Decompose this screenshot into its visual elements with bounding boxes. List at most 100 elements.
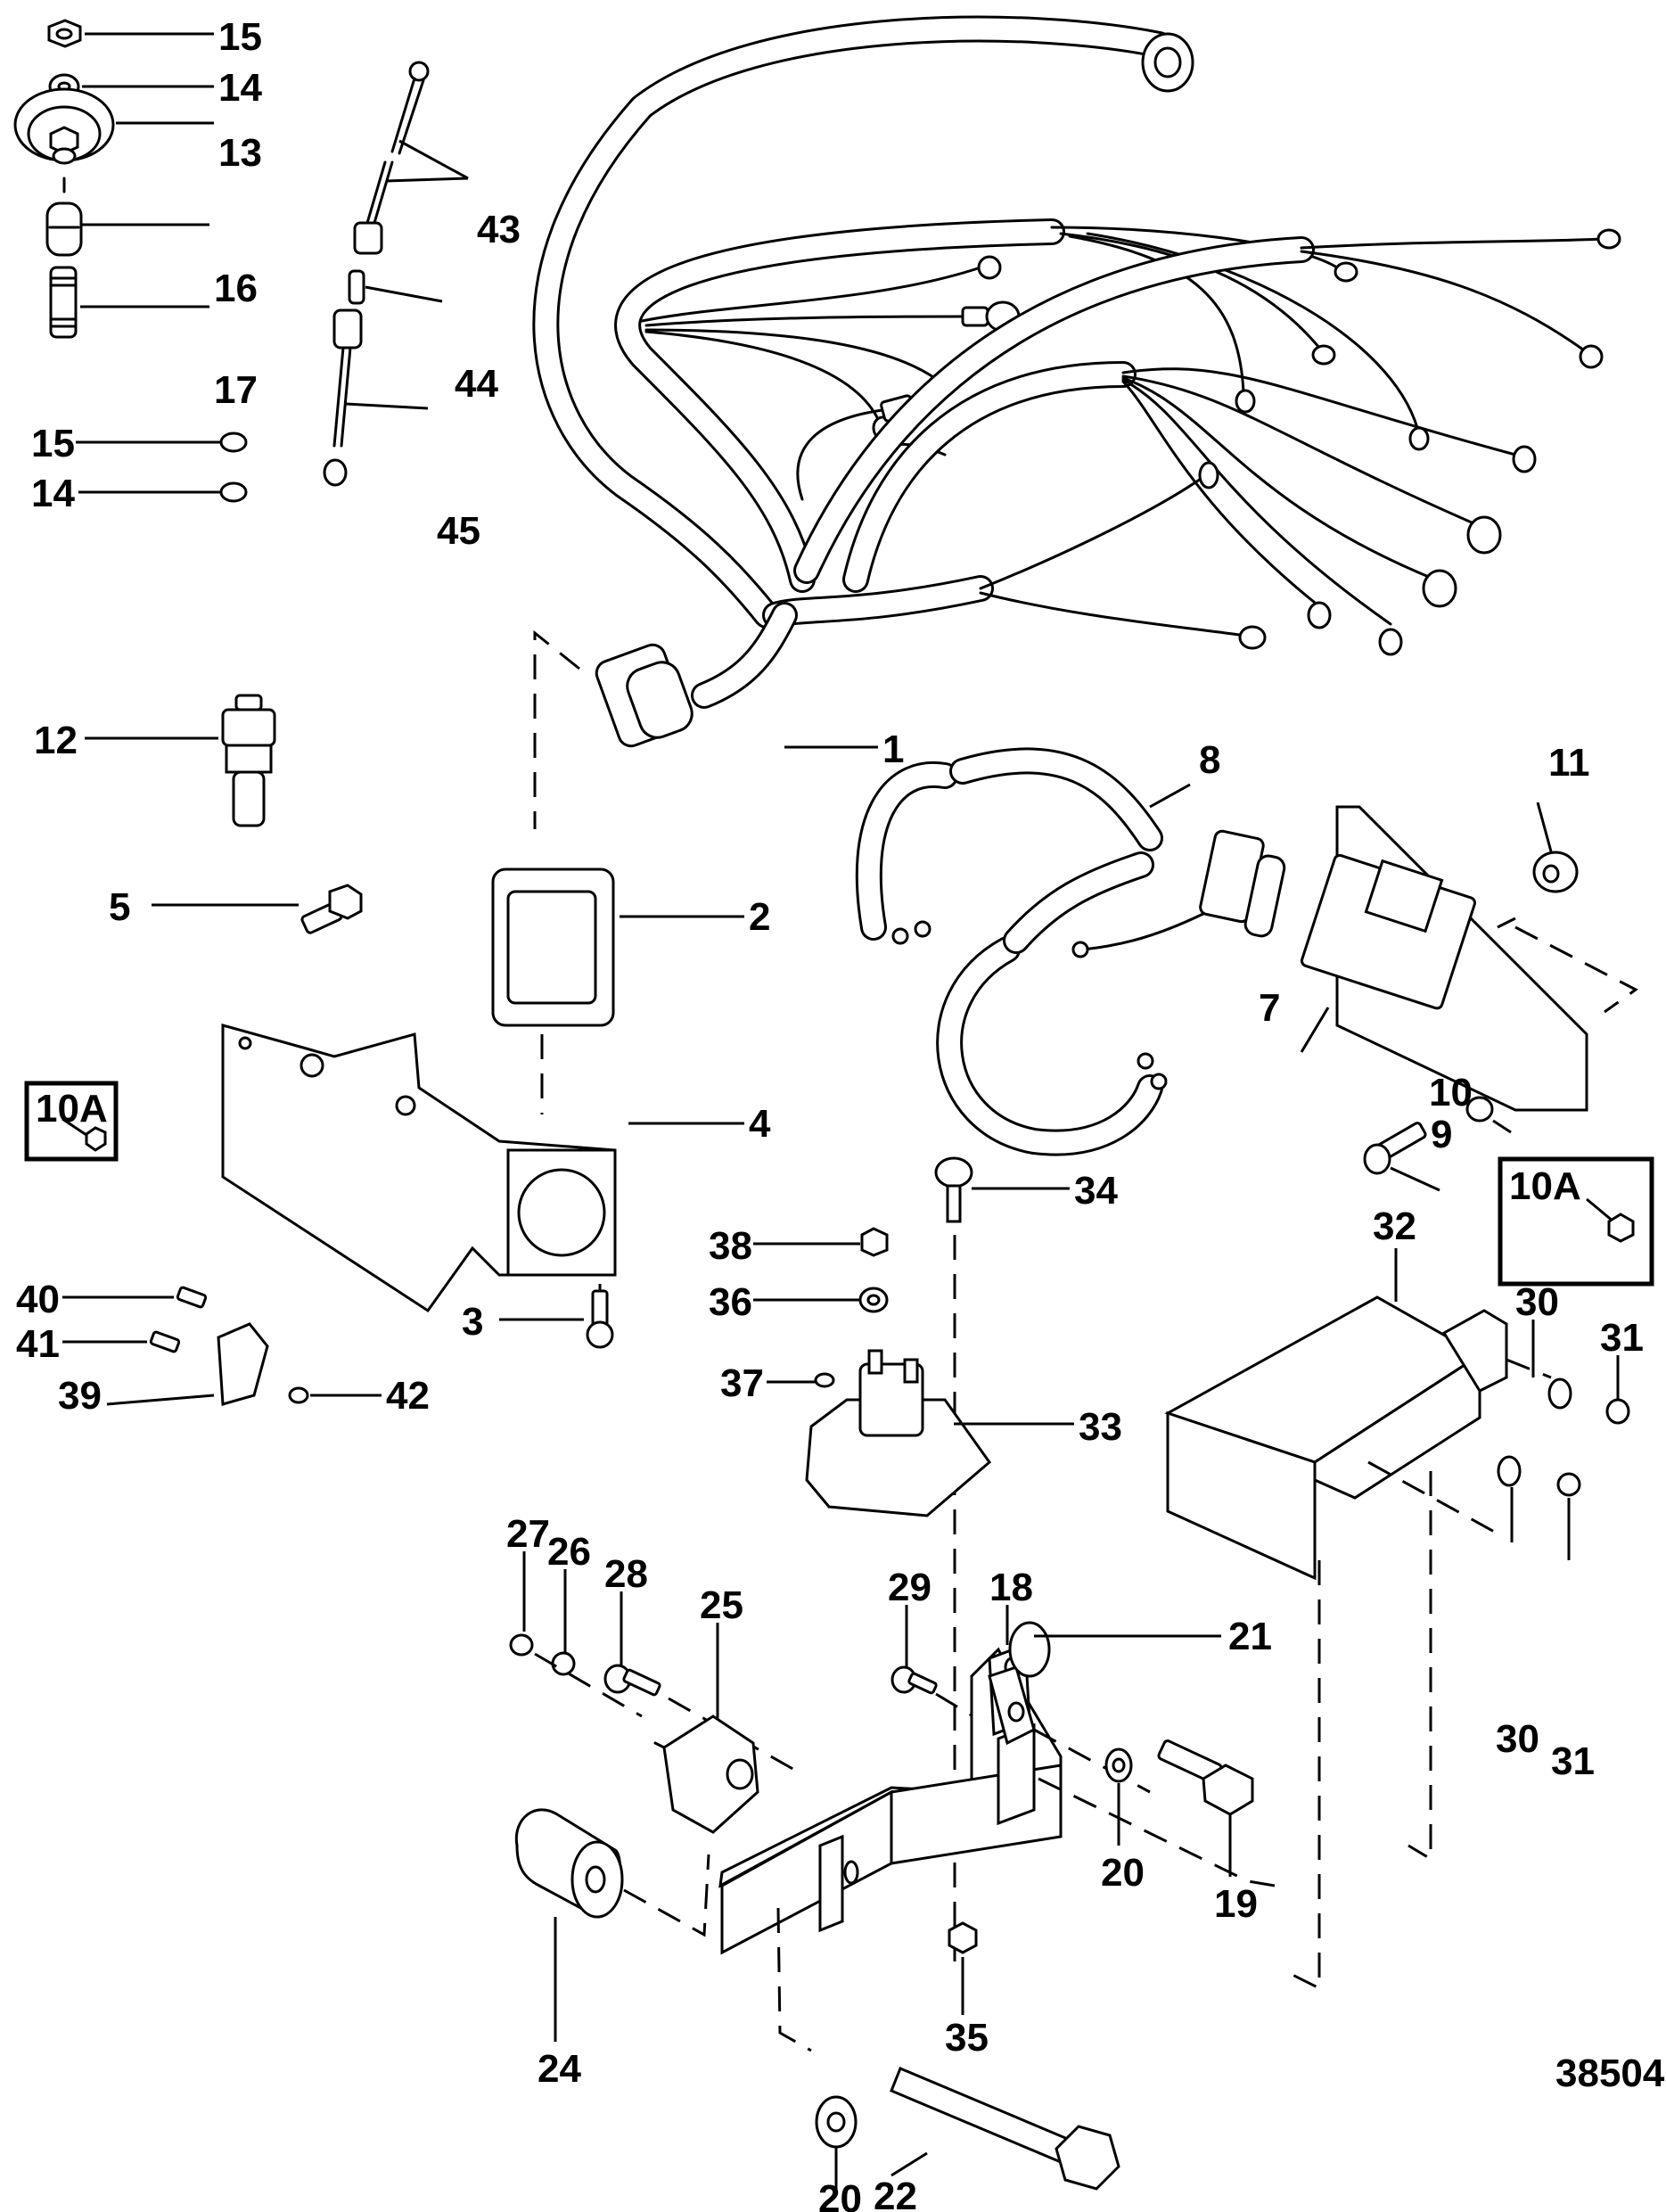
callout-42: 42 (386, 1374, 430, 1418)
assembly-line-cover-bolt-2 (1367, 1460, 1498, 1535)
callout-labels: 15 14 13 16 17 43 44 45 15 14 12 1 8 11 … (16, 15, 1665, 2212)
part-21-clamp (988, 1621, 1221, 1746)
part-2-boot (491, 868, 744, 1027)
callout-20-bottom: 20 (818, 2177, 862, 2212)
callout-35: 35 (945, 2016, 989, 2060)
callout-32: 32 (1373, 1205, 1416, 1248)
part-40-screw (62, 1286, 208, 1309)
part-11-spacer (1532, 802, 1579, 893)
callout-27: 27 (506, 1512, 550, 1556)
callout-1: 1 (882, 728, 904, 771)
callout-14-top: 14 (218, 66, 262, 110)
callout-8: 8 (1199, 738, 1220, 782)
callout-3: 3 (462, 1300, 483, 1344)
callout-19: 19 (1214, 1882, 1258, 1926)
part-5-screw (152, 884, 363, 934)
part-35-nut (948, 1921, 978, 2015)
part-3-screw (499, 1289, 614, 1349)
part-1-wiring-harness (532, 15, 1621, 749)
callout-25: 25 (700, 1583, 743, 1627)
part-34-screw (934, 1156, 1070, 1223)
callout-16: 16 (214, 267, 258, 310)
callout-18: 18 (989, 1566, 1033, 1609)
callout-28: 28 (604, 1552, 648, 1596)
inset-10a-right (1498, 1156, 1654, 1287)
callout-17: 17 (214, 368, 258, 412)
inset-10a-left (24, 1081, 119, 1162)
callout-15-top: 15 (218, 15, 262, 59)
callout-37: 37 (720, 1361, 764, 1405)
callout-45: 45 (437, 509, 480, 553)
callout-40: 40 (16, 1278, 60, 1321)
callout-10: 10 (1429, 1071, 1473, 1114)
part-28-screw (603, 1591, 661, 1697)
part-20-washer-bottom (815, 2095, 858, 2193)
callout-24: 24 (538, 2047, 581, 2091)
callout-44: 44 (455, 362, 498, 406)
callout-4: 4 (749, 1102, 771, 1146)
callout-20-right: 20 (1101, 1851, 1145, 1895)
callout-31-bottom: 31 (1551, 1739, 1595, 1783)
part-15-nut-mid (76, 432, 248, 453)
part-9-screw (1363, 1122, 1440, 1192)
part-8-module-harness (855, 747, 1286, 1156)
part-29-screw (890, 1605, 938, 1695)
assembly-line-cover-right (1407, 1471, 1432, 1862)
assembly-line-spacer (623, 1854, 710, 1937)
assembly-line-breaker (534, 1652, 803, 1776)
callout-14-mid: 14 (31, 472, 75, 515)
callout-41: 41 (16, 1322, 60, 1366)
callout-38: 38 (709, 1224, 752, 1268)
callout-22: 22 (874, 2175, 917, 2212)
part-26-lockwasher (551, 1569, 576, 1676)
part-19-screw (1157, 1739, 1254, 1877)
part-36-lockwasher (753, 1287, 889, 1313)
assembly-line-clamp (1033, 1728, 1276, 1887)
callout-39: 39 (58, 1374, 102, 1418)
part-38-nut (753, 1227, 889, 1257)
part-41-screw (62, 1330, 181, 1353)
part-17-nipple (49, 266, 209, 339)
callout-5: 5 (109, 885, 130, 929)
callout-10a-left: 10A (36, 1087, 108, 1131)
callout-30-top: 30 (1515, 1280, 1559, 1324)
callout-43: 43 (477, 208, 521, 251)
figure-number: 38504 (1555, 2052, 1665, 2095)
part-31-nut-bottom (1556, 1472, 1581, 1560)
callout-11: 11 (1548, 741, 1590, 785)
callout-15-mid: 15 (31, 422, 75, 465)
assembly-line-module (1497, 917, 1638, 1014)
part-45-wire (323, 308, 429, 487)
part-10-washer (1465, 1096, 1512, 1134)
callout-34: 34 (1074, 1169, 1118, 1213)
callout-30-bottom: 30 (1496, 1717, 1539, 1761)
callout-33: 33 (1079, 1405, 1122, 1449)
callout-2: 2 (749, 895, 770, 939)
callout-13: 13 (218, 131, 262, 175)
assembly-line-cover-left (1292, 1560, 1321, 1991)
part-27-nut (509, 1551, 534, 1657)
part-25-circuit-breaker (653, 1623, 759, 1834)
callout-29: 29 (888, 1566, 931, 1609)
assembly-line-washer-bottom (776, 1907, 812, 2052)
part-30-washer-top (1531, 1320, 1572, 1410)
part-42-nut (288, 1386, 382, 1404)
part-15-nut-top (47, 19, 214, 48)
part-7-ignition-module (1300, 805, 1588, 1112)
callout-21: 21 (1228, 1615, 1272, 1658)
callout-10a-right: 10A (1509, 1164, 1581, 1208)
part-22-screw (890, 2067, 1120, 2191)
part-18-bracket (718, 1605, 1063, 1955)
part-4-bracket (221, 1024, 744, 1313)
part-14-lockwasher-mid (78, 481, 248, 503)
part-16-adaptor (45, 201, 209, 257)
part-32-cover (1164, 1248, 1508, 1581)
assembly-line-cover-bolt (1506, 1358, 1552, 1379)
part-20-washer-right (1104, 1747, 1133, 1846)
part-12-temperature-sender (85, 694, 276, 827)
part-31-nut-top (1605, 1355, 1630, 1425)
callout-36: 36 (709, 1280, 752, 1324)
part-43-wire (353, 61, 469, 255)
callout-7: 7 (1259, 986, 1280, 1030)
